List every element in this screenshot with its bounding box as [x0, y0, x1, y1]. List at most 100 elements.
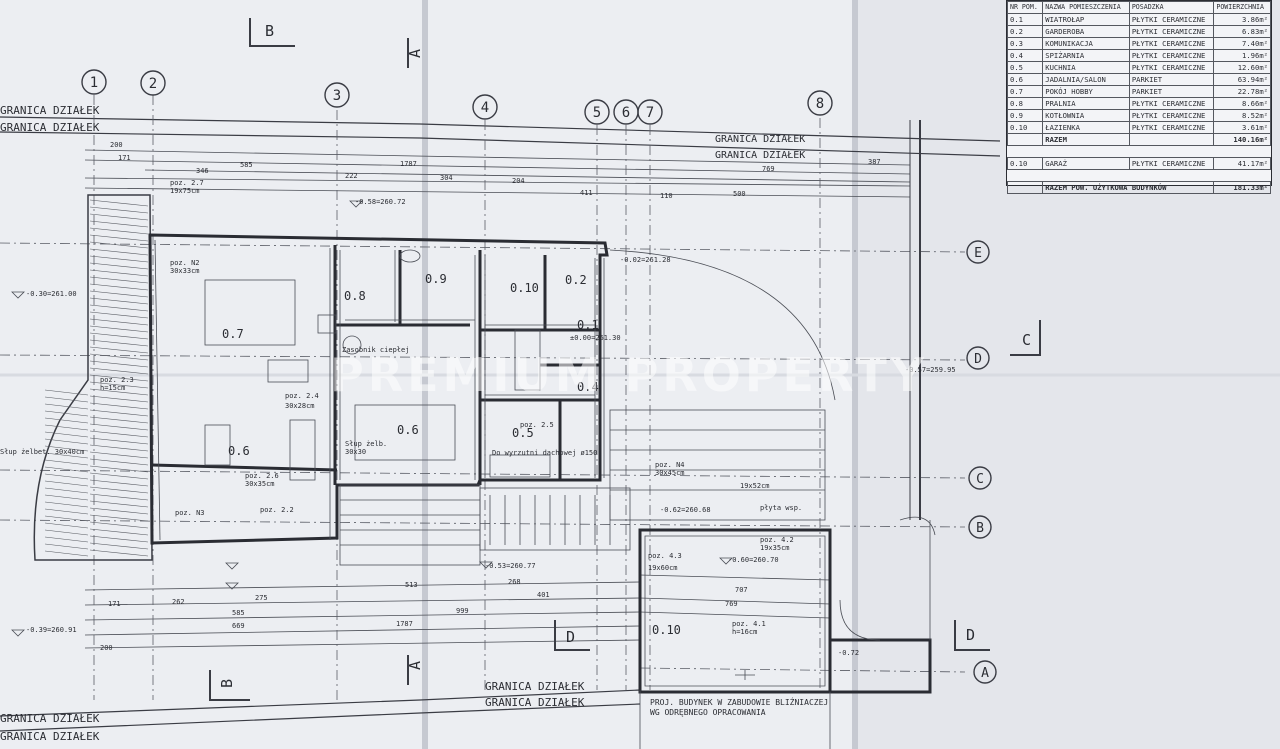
room-number: 0.6 [397, 423, 419, 437]
terrace-hatch-line [89, 199, 149, 207]
grid-axis-bubble [140, 70, 166, 96]
terrace-hatch-line [89, 458, 149, 466]
dimension-label: 707 [735, 586, 748, 594]
legend-name: POKÓJ HOBBY [1042, 85, 1130, 98]
terrace-hatch-line [89, 339, 149, 347]
terrace-hatch-line [89, 479, 149, 487]
dimension-label: 1787 [400, 160, 417, 168]
terrace-hatch-line [89, 262, 149, 270]
dimension-label: 110 [660, 192, 673, 200]
level-marker: -0.58=260.72 [355, 198, 406, 206]
terrace-hatch-line [44, 501, 89, 508]
legend-header-row: NR POM. NAZWA POMIESZCZENIA POSADZKA POW… [1006, 1, 1271, 14]
terrace-hatch-line [89, 542, 149, 550]
dimension-label: 262 [172, 598, 185, 606]
terrace-hatch-line [89, 374, 149, 382]
terrace-hatch-line [89, 514, 149, 522]
legend-nr: 0.8 [1006, 97, 1044, 110]
legend-total-label: RAZEM POW. UŻYTKOWA BUDYNKÓW [1042, 181, 1215, 194]
annotation-label: poz. 2.6 [245, 472, 279, 480]
terrace-hatch-line [89, 290, 149, 298]
terrace-hatch-line [89, 402, 149, 410]
terrace-hatch-line [89, 234, 149, 242]
legend-floor: PARKIET [1128, 85, 1215, 98]
legend-area: 22.78m² [1213, 85, 1271, 98]
room-number: 0.10 [652, 623, 681, 637]
legend-floor: PŁYTKI CERAMICZNE [1128, 25, 1215, 38]
grid-row-bubble [966, 240, 990, 264]
legend-area: 8.52m² [1213, 109, 1271, 122]
grid-row-label: D [974, 352, 982, 367]
terrace-hatch-line [89, 528, 149, 536]
dimension-label: 304 [440, 174, 453, 182]
annotation-label: Słup żelbet. 30x40cm [0, 448, 84, 456]
terrace-hatch-line [44, 550, 89, 557]
legend-nr: 0.10 [1006, 121, 1044, 134]
dimension-label: 204 [512, 177, 525, 185]
dimension-label: 275 [255, 594, 268, 602]
grid-row-bubble [966, 346, 990, 370]
annotation-label: poz. N3 [175, 509, 205, 517]
annotation-label: 19x52cm [740, 482, 770, 490]
terrace-hatch-line [89, 507, 149, 515]
legend-subtotal-row: RAZEM 140.16m² [1006, 133, 1271, 146]
room-number: 0.1 [577, 318, 599, 332]
boundary-label: GRANICA DZIAŁEK [0, 712, 100, 725]
terrace-hatch-line [89, 549, 149, 557]
attached-building-note: WG ODRĘBNEGO OPRACOWANIA [650, 708, 766, 717]
terrace-hatch-line [89, 311, 149, 319]
legend-area: 3.86m² [1213, 13, 1271, 26]
terrace-hatch-line [89, 227, 149, 235]
room-number: 0.6 [228, 444, 250, 458]
dimension-label: 769 [725, 600, 738, 608]
grid-axis-label: 6 [622, 105, 630, 121]
grid-axis-bubble [584, 99, 610, 125]
level-marker: -0.53=260.77 [485, 562, 536, 570]
grid-row-label: C [976, 472, 984, 487]
dimension-label: 999 [456, 607, 469, 615]
legend-name: KUCHNIA [1042, 61, 1130, 74]
legend-nr: 0.9 [1006, 109, 1044, 122]
terrace-hatch-line [44, 431, 89, 438]
annotation-label: poz. 2.5 [520, 421, 554, 429]
terrace-hatch-line [44, 438, 89, 445]
legend-area: 7.40m² [1213, 37, 1271, 50]
boundary-label: GRANICA DZIAŁEK [0, 121, 100, 134]
terrace-hatch-line [44, 529, 89, 536]
section-mark: B [218, 679, 236, 688]
legend-name: SPIŻARNIA [1042, 49, 1130, 62]
grid-axis-bubble [472, 94, 498, 120]
legend-name: KOMUNIKACJA [1042, 37, 1130, 50]
annotation-label: 30x28cm [285, 402, 315, 410]
grid-row-bubble [968, 515, 992, 539]
dimension-label: 222 [345, 172, 358, 180]
terrace-hatch-line [89, 493, 149, 501]
legend-total-value: 181.33m² [1213, 181, 1271, 194]
annotation-label: poz. 2.2 [260, 506, 294, 514]
grid-axis-bubble [807, 90, 833, 116]
terrace-hatch-line [89, 472, 149, 480]
grid-axis-bubble [637, 99, 663, 125]
terrace-hatch-line [89, 346, 149, 354]
terrace-hatch-line [44, 452, 89, 459]
legend-garage-name: GARAŻ [1042, 157, 1130, 170]
grid-axis-bubble [81, 69, 107, 95]
legend-name: KOTŁOWNIA [1042, 109, 1130, 122]
terrace-hatch-line [89, 430, 149, 438]
legend-nr: 0.6 [1006, 73, 1044, 86]
terrace-hatch-line [89, 276, 149, 284]
legend-area: 63.94m² [1213, 73, 1271, 86]
terrace-hatch-line [44, 410, 89, 417]
legend-name: WIATROŁAP [1042, 13, 1130, 26]
annotation-label: poz. 4.3 [648, 552, 682, 560]
legend-floor: PŁYTKI CERAMICZNE [1128, 109, 1215, 122]
terrace-hatch-line [89, 416, 149, 424]
legend-subtotal-value: 140.16m² [1213, 133, 1271, 146]
legend-header-name: NAZWA POMIESZCZENIA [1042, 1, 1130, 14]
